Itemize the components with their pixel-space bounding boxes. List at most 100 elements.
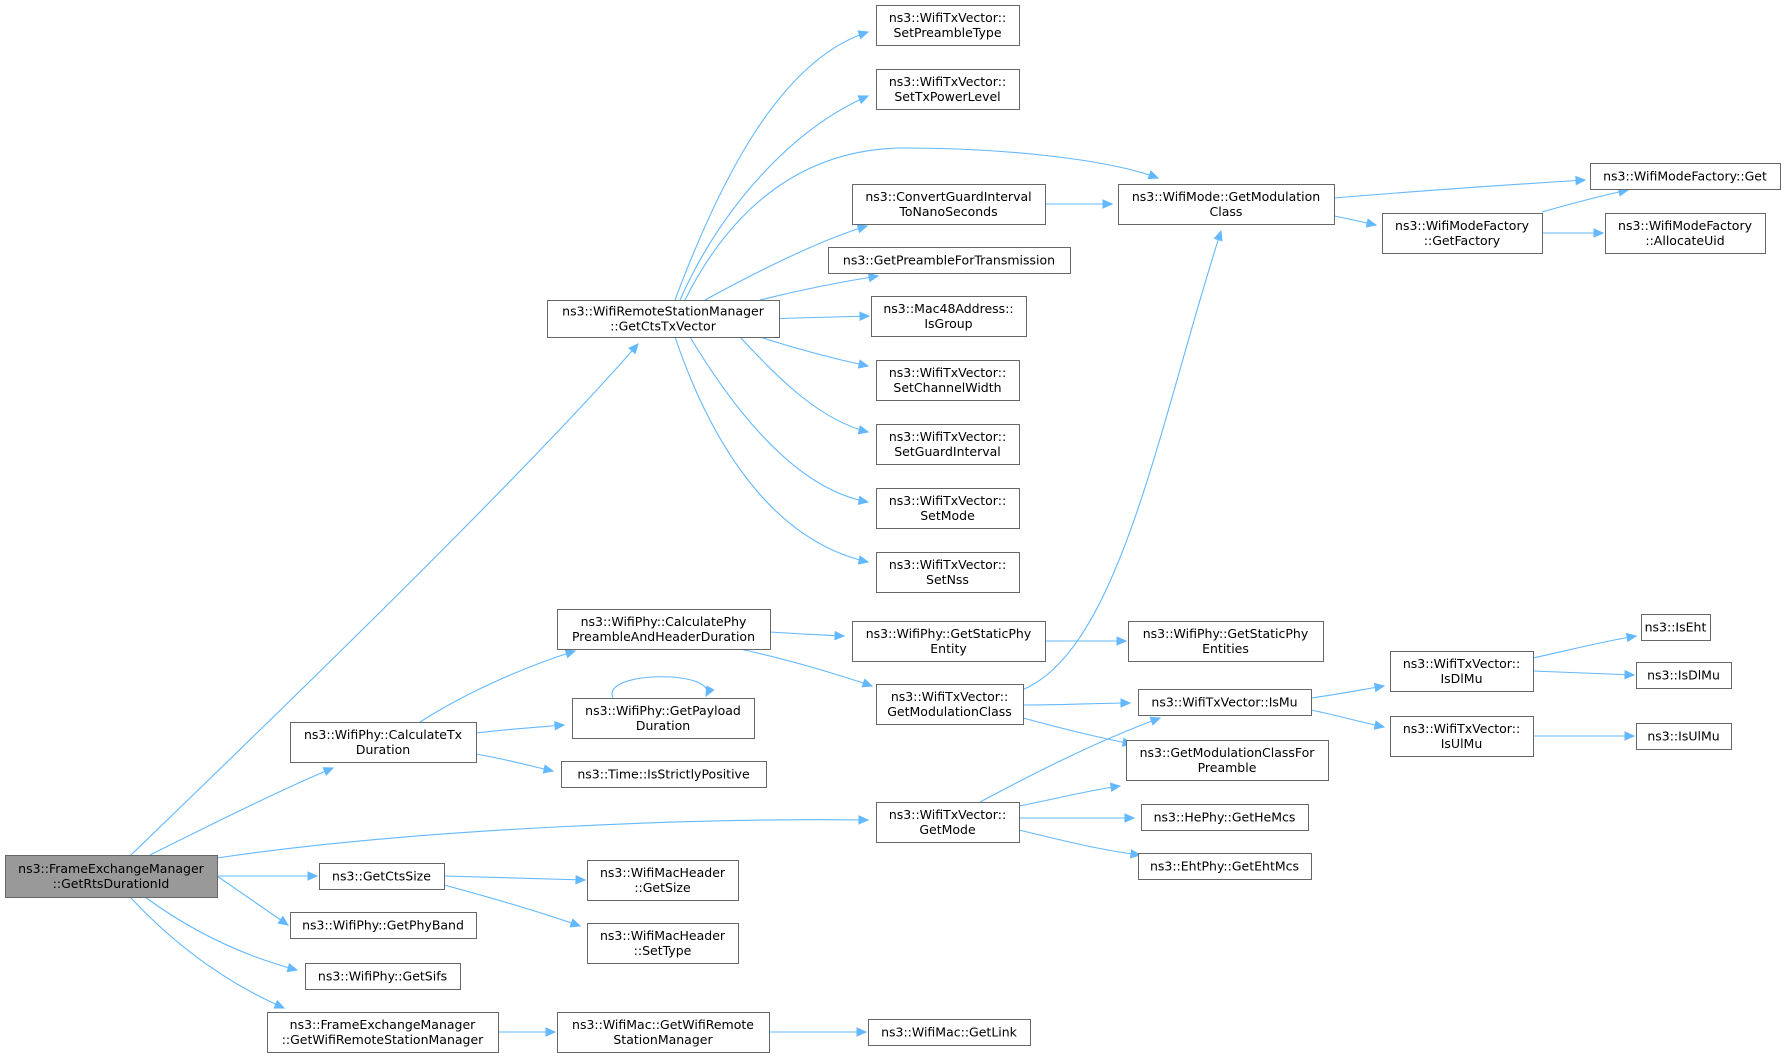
node-ns3-wifitxvector-setnss[interactable]: ns3::WifiTxVector::SetNss bbox=[876, 552, 1020, 593]
node-ns3-wifimode-getmodulationclass[interactable]: ns3::WifiMode::GetModulationClass bbox=[1118, 184, 1335, 225]
node-box bbox=[1636, 662, 1732, 689]
node-ns3-frameexchangemanager-getwifiremotestationmanager[interactable]: ns3::FrameExchangeManager::GetWifiRemote… bbox=[267, 1012, 499, 1053]
node-ns3-isulmu[interactable]: ns3::IsUlMu bbox=[1636, 723, 1732, 750]
node-label-line: Duration bbox=[356, 742, 410, 757]
node-ns3-wifitxvector-isulmu[interactable]: ns3::WifiTxVector::IsUlMu bbox=[1390, 716, 1534, 757]
edge-cts-to-smode bbox=[689, 336, 869, 503]
edge-isdlmu-to-isdlmu2 bbox=[1532, 670, 1635, 676]
node-box bbox=[290, 722, 477, 763]
node-ns3-wifitxvector-isdlmu[interactable]: ns3::WifiTxVector::IsDlMu bbox=[1390, 651, 1534, 692]
node-label-line: ToNanoSeconds bbox=[898, 204, 997, 219]
edge-isdlmu-to-iseht bbox=[1532, 635, 1637, 659]
node-box bbox=[876, 552, 1020, 593]
edge-gmode-to-ismu bbox=[979, 717, 1161, 803]
node-ns3-mac48address-isgroup[interactable]: ns3::Mac48Address::IsGroup bbox=[871, 296, 1027, 337]
node-label-line: ::GetCtsTxVector bbox=[610, 319, 717, 334]
node-ns3-wifitxvector-setguardinterval[interactable]: ns3::WifiTxVector::SetGuardInterval bbox=[876, 424, 1020, 465]
node-ns3-wifiphy-getsifs[interactable]: ns3::WifiPhy::GetSifs bbox=[305, 963, 461, 990]
node-ns3-wifimacheader-settype[interactable]: ns3::WifiMacHeader::SetType bbox=[587, 923, 739, 964]
edge-rts-to-gwrsm bbox=[129, 896, 285, 1009]
edge-txgmc-to-ismu-arrowhead bbox=[1120, 698, 1132, 708]
node-label-line: ns3::WifiMode::GetModulation bbox=[1132, 189, 1320, 204]
node-box bbox=[876, 424, 1020, 465]
node-ns3-wifimac-getwifiremotestationmanager[interactable]: ns3::WifiMac::GetWifiRemoteStationManage… bbox=[557, 1012, 770, 1053]
node-label-line: ns3::WifiPhy::GetStaticPhy bbox=[1143, 626, 1309, 641]
edge-txgmc-to-ismu bbox=[1022, 702, 1131, 706]
node-label-line: ns3::WifiPhy::GetStaticPhy bbox=[866, 626, 1032, 641]
node-box bbox=[1138, 689, 1312, 716]
edge-gmode-to-ehtmcs bbox=[1018, 829, 1141, 856]
node-ns3-wifimodefactory-allocateuid[interactable]: ns3::WifiModeFactory::AllocateUid bbox=[1605, 213, 1766, 254]
node-ns3-time-isstrictlypositive[interactable]: ns3::Time::IsStrictlyPositive bbox=[561, 761, 767, 788]
edge-wmgmc-to-wmfget-arrowhead bbox=[1575, 175, 1587, 186]
node-ns3-isdlmu[interactable]: ns3::IsDlMu bbox=[1636, 662, 1732, 689]
node-ns3-wifitxvector-settxpowerlevel[interactable]: ns3::WifiTxVector::SetTxPowerLevel bbox=[876, 69, 1020, 110]
node-ns3-wifimac-getlink[interactable]: ns3::WifiMac::GetLink bbox=[868, 1019, 1031, 1046]
node-label-line: GetMode bbox=[919, 822, 976, 837]
node-ns3-wifitxvector-getmodulationclass[interactable]: ns3::WifiTxVector::GetModulationClass bbox=[876, 684, 1024, 725]
edge-gmode-to-ehtmcs-arrowhead bbox=[1129, 849, 1142, 859]
node-ns3-wifitxvector-ismu[interactable]: ns3::WifiTxVector::IsMu bbox=[1138, 689, 1312, 716]
node-label-line: ::AllocateUid bbox=[1645, 233, 1724, 248]
node-ns3-hephy-gethemcs[interactable]: ns3::HePhy::GetHeMcs bbox=[1141, 804, 1309, 831]
edge-txgmc-to-gmcfp bbox=[1022, 717, 1133, 745]
node-label-line: ns3::ConvertGuardInterval bbox=[865, 189, 1031, 204]
edge-cpphd-to-gspe bbox=[769, 631, 845, 637]
edge-ctxd-to-isp bbox=[475, 753, 554, 772]
edge-rts-to-cts-arrowhead bbox=[628, 343, 639, 355]
node-ns3-wifiremotestationmanager-getctstxvector[interactable]: ns3::WifiRemoteStationManager::GetCtsTxV… bbox=[547, 300, 780, 338]
node-ns3-wifitxvector-setmode[interactable]: ns3::WifiTxVector::SetMode bbox=[876, 488, 1020, 529]
node-label-line: ns3::WifiModeFactory bbox=[1395, 218, 1530, 233]
edge-gpd-to-gpd-arrowhead bbox=[705, 685, 715, 698]
node-ns3-wifitxvector-getmode[interactable]: ns3::WifiTxVector::GetMode bbox=[876, 802, 1020, 843]
edge-rts-to-gmode bbox=[216, 819, 869, 859]
node-ns3-frameexchangemanager-getrtsdurationid[interactable]: ns3::FrameExchangeManager::GetRtsDuratio… bbox=[5, 855, 218, 898]
node-box bbox=[319, 863, 445, 890]
node-label-line: ns3::WifiTxVector:: bbox=[889, 557, 1006, 572]
node-label-line: ns3::WifiModeFactory::Get bbox=[1603, 169, 1767, 184]
node-label-line: ns3::WifiMacHeader bbox=[600, 928, 726, 943]
edge-ctxd-to-gpd-arrowhead bbox=[554, 721, 566, 731]
node-ns3-wifitxvector-setpreambletype[interactable]: ns3::WifiTxVector::SetPreambleType bbox=[876, 5, 1020, 46]
node-label-line: ns3::Time::IsStrictlyPositive bbox=[577, 767, 750, 782]
node-label-line: SetNss bbox=[926, 572, 969, 587]
edge-cts-to-wmgmc bbox=[684, 147, 1159, 301]
node-box bbox=[5, 855, 218, 898]
node-ns3-iseht[interactable]: ns3::IsEht bbox=[1641, 614, 1711, 641]
node-label-line: SetPreambleType bbox=[893, 25, 1001, 40]
edge-gmode-to-gmcfp-arrowhead bbox=[1109, 782, 1122, 792]
node-box bbox=[1390, 716, 1534, 757]
edge-cts-to-scw-arrowhead bbox=[857, 359, 870, 369]
node-label-line: ns3::WifiMac::GetWifiRemote bbox=[572, 1017, 754, 1032]
node-ns3-wifimodefactory-get[interactable]: ns3::WifiModeFactory::Get bbox=[1590, 163, 1781, 190]
node-ns3-wifiphy-getphyband[interactable]: ns3::WifiPhy::GetPhyBand bbox=[290, 912, 477, 939]
edge-rts-to-cts bbox=[130, 343, 639, 856]
node-ns3-wifiphy-calculatephypreambleandheaderduration[interactable]: ns3::WifiPhy::CalculatePhyPreambleAndHea… bbox=[557, 609, 771, 650]
node-ns3-wifimacheader-getsize[interactable]: ns3::WifiMacHeader::GetSize bbox=[587, 860, 739, 901]
edge-cts-to-scw bbox=[759, 336, 869, 367]
node-label-line: ns3::WifiTxVector:: bbox=[889, 493, 1006, 508]
node-ns3-wifimodefactory-getfactory[interactable]: ns3::WifiModeFactory::GetFactory bbox=[1382, 213, 1543, 254]
node-ns3-wifitxvector-setchannelwidth[interactable]: ns3::WifiTxVector::SetChannelWidth bbox=[876, 360, 1020, 401]
node-ns3-getpreamblefortransmission[interactable]: ns3::GetPreambleForTransmission bbox=[828, 247, 1071, 274]
edge-cts-to-gpft bbox=[759, 275, 879, 301]
node-label-line: ns3::WifiTxVector:: bbox=[1403, 656, 1520, 671]
edge-ismu-to-isulmu bbox=[1310, 709, 1385, 728]
node-ns3-ehtphy-getehtmcs[interactable]: ns3::EhtPhy::GetEhtMcs bbox=[1138, 853, 1312, 880]
node-label-line: ::GetFactory bbox=[1424, 233, 1501, 248]
node-label-line: Entities bbox=[1202, 641, 1249, 656]
node-box bbox=[1138, 853, 1312, 880]
node-ns3-getctssize[interactable]: ns3::GetCtsSize bbox=[319, 863, 445, 890]
edge-gspe-to-gspes-arrowhead bbox=[1116, 636, 1128, 646]
edge-cts-to-sgi-arrowhead bbox=[857, 425, 870, 435]
node-box bbox=[876, 488, 1020, 529]
node-label-line: ns3::GetPreambleForTransmission bbox=[843, 253, 1055, 268]
node-box bbox=[876, 5, 1020, 46]
node-box bbox=[557, 609, 771, 650]
